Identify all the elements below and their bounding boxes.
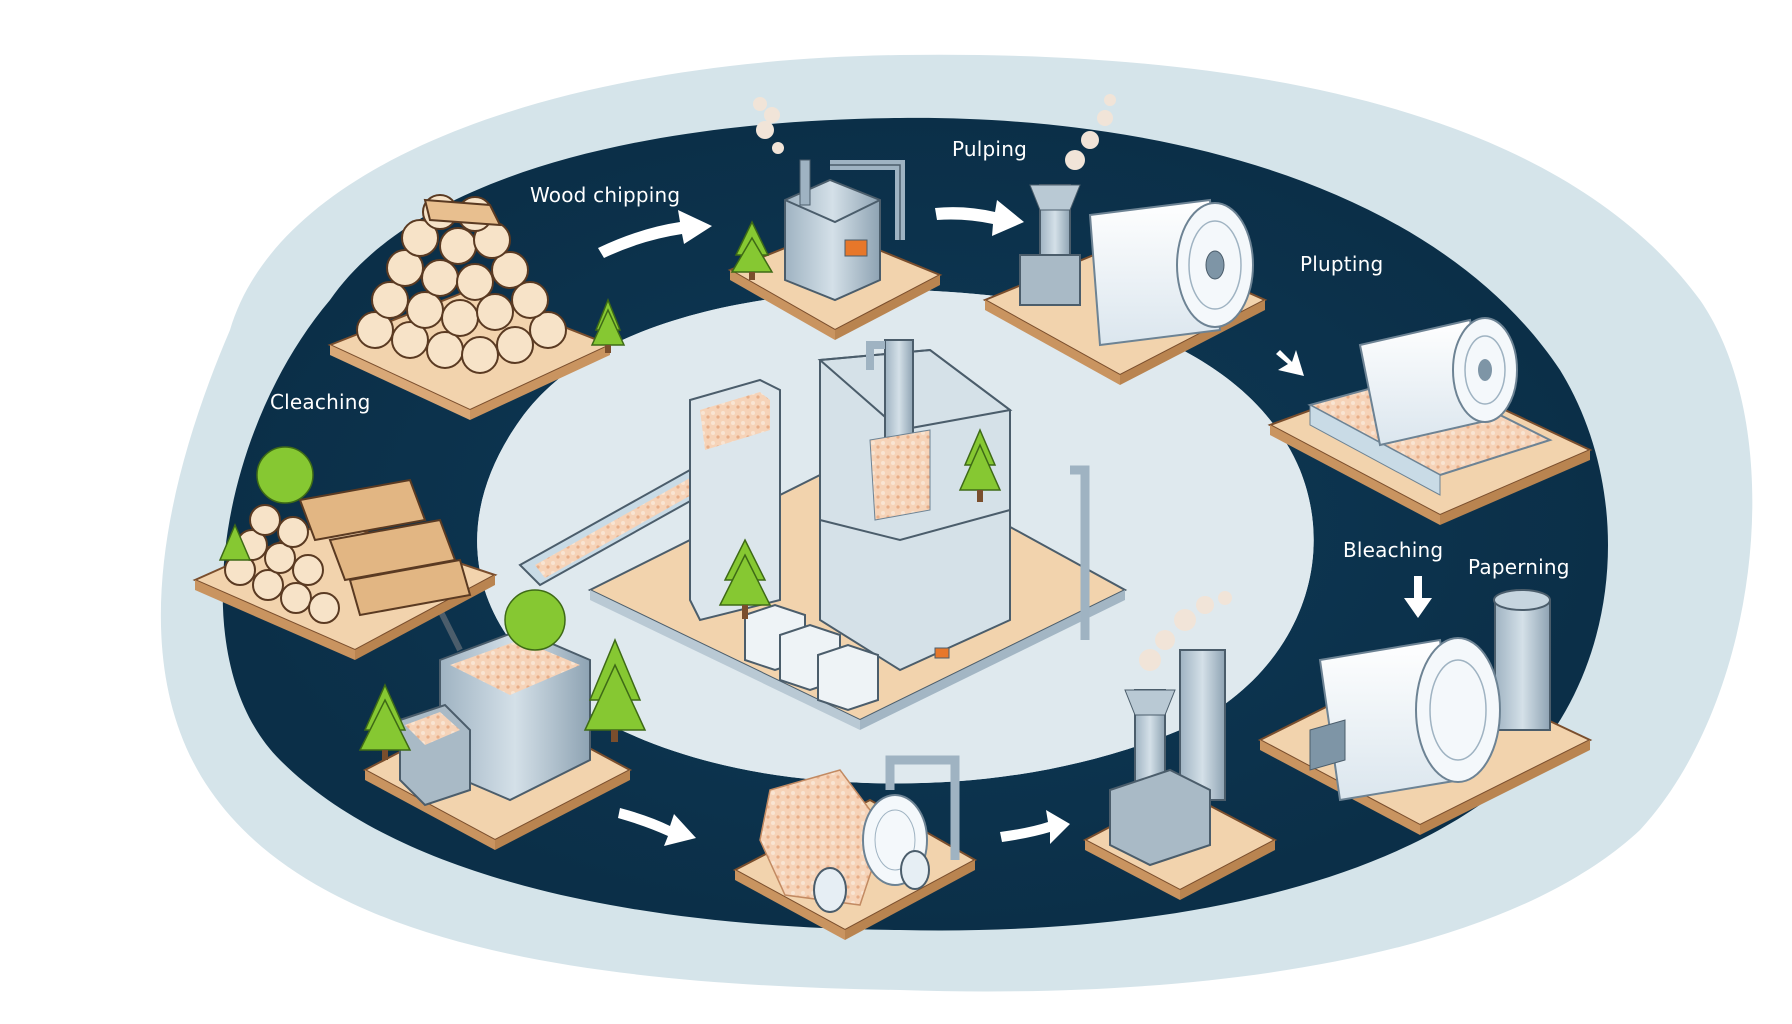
stacked-logs-icon bbox=[192, 478, 498, 660]
label-plupting: Plupting bbox=[1300, 252, 1384, 276]
chip-hopper-icon bbox=[362, 606, 633, 850]
central-mill-icon bbox=[518, 339, 1128, 730]
label-paperning: Paperning bbox=[1468, 555, 1570, 579]
paper-reel-icon bbox=[1257, 589, 1593, 835]
chimney-icon bbox=[1082, 591, 1278, 900]
tree-icon bbox=[218, 446, 314, 561]
label-bleaching: Bleaching bbox=[1343, 538, 1444, 562]
pulp-vat-icon bbox=[1267, 317, 1593, 525]
arrow-right-icon bbox=[618, 808, 696, 846]
paper-roll-machine-icon bbox=[982, 94, 1268, 385]
label-pulping: Pulping bbox=[952, 137, 1027, 161]
arrow-down-icon bbox=[1404, 576, 1432, 618]
chip-roller-icon bbox=[732, 755, 978, 940]
arrow-down-right-icon bbox=[1276, 350, 1304, 376]
tree-icon bbox=[358, 589, 647, 760]
label-cleaching: Cleaching bbox=[270, 390, 371, 414]
label-wood-chipping: Wood chipping bbox=[530, 183, 681, 207]
factory-icon bbox=[727, 97, 943, 340]
arrow-right-icon bbox=[935, 200, 1024, 236]
arrow-right-icon bbox=[1000, 810, 1070, 844]
tree-icon bbox=[730, 220, 774, 280]
arrow-right-icon bbox=[598, 210, 712, 258]
tree-icon bbox=[590, 297, 626, 353]
